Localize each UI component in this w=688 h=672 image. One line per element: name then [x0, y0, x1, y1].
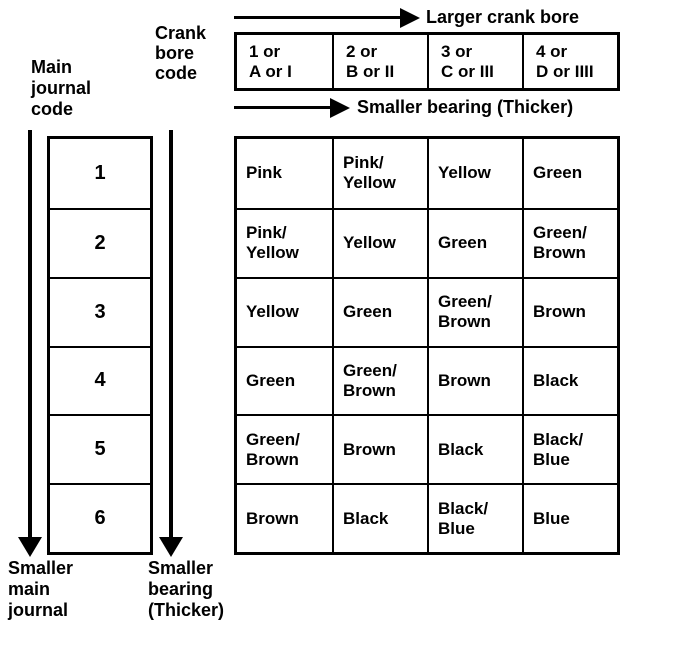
bearing-color-cell: Green — [427, 207, 522, 277]
bearing-color-cell: Brown — [332, 414, 427, 484]
bearing-color-cell: Black/ Blue — [522, 414, 617, 484]
crank-bore-header-cell: 3 or C or III — [427, 35, 522, 88]
main-journal-code-cell: 5 — [50, 414, 150, 483]
bearing-color-cell: Green/ Brown — [332, 345, 427, 415]
main-journal-code-cell: 6 — [50, 483, 150, 552]
main-journal-code-cell: 2 — [50, 207, 150, 277]
bearing-color-cell: Yellow — [427, 139, 522, 208]
bearing-color-cell: Brown — [237, 483, 332, 552]
bearing-color-table: Pink Pink/ Yellow Yellow Green Pink/ Yel… — [234, 136, 620, 555]
main-journal-arrow-line — [28, 130, 32, 538]
bearing-color-cell: Black — [522, 345, 617, 415]
bearing-color-cell: Brown — [427, 345, 522, 415]
bearing-color-cell: Blue — [522, 483, 617, 552]
main-journal-code-cell: 1 — [94, 161, 106, 184]
bearing-color-cell: Black — [427, 414, 522, 484]
larger-crank-bore-arrow-head-icon — [400, 8, 420, 28]
larger-crank-bore-arrow-line — [234, 16, 402, 19]
main-journal-code-label: Main journal code — [31, 57, 92, 119]
smaller-bearing-top-label: Smaller bearing (Thicker) — [357, 97, 574, 117]
smaller-main-journal-label: Smaller main journal — [8, 558, 74, 620]
bearing-color-cell: Black — [332, 483, 427, 552]
crank-bore-header-cell: 1 or A or I — [249, 41, 292, 81]
bearing-color-cell: Green — [332, 276, 427, 346]
crank-bore-code-label: Crank bore code — [155, 23, 207, 83]
main-journal-code-table: 1 2 3 4 5 6 — [47, 136, 153, 555]
bearing-color-cell: Green/ Brown — [522, 207, 617, 277]
bearing-color-cell: Green — [237, 345, 332, 415]
bearing-color-cell: Brown — [522, 276, 617, 346]
crank-bore-header-cell: 2 or B or II — [332, 35, 427, 88]
bearing-color-cell: Green/ Brown — [237, 414, 332, 483]
main-journal-code-cell: 4 — [50, 345, 150, 415]
crank-bore-header-cell: 4 or D or IIII — [522, 35, 617, 88]
crank-bore-header-table: 1 or A or I 2 or B or II 3 or C or III 4… — [234, 32, 620, 91]
main-journal-code-cell: 3 — [50, 276, 150, 346]
bearing-color-cell: Green/ Brown — [427, 276, 522, 346]
bearing-color-cell: Pink/ Yellow — [332, 139, 427, 208]
bearing-color-cell: Green — [522, 139, 617, 208]
bearing-arrow-line — [169, 130, 173, 538]
bearing-color-cell: Black/ Blue — [427, 483, 522, 552]
larger-crank-bore-label: Larger crank bore — [426, 7, 580, 27]
main-journal-arrow-head-icon — [18, 537, 42, 557]
bearing-color-cell: Yellow — [237, 276, 332, 346]
smaller-bearing-arrow-head-icon — [330, 98, 350, 118]
smaller-bearing-arrow-line — [234, 106, 330, 109]
bearing-color-cell: Pink/ Yellow — [237, 207, 332, 277]
bearing-color-cell: Yellow — [332, 207, 427, 277]
bearing-color-cell: Pink — [246, 163, 282, 183]
smaller-bearing-bottom-label: Smaller bearing (Thicker) — [148, 558, 225, 620]
bearing-arrow-head-icon — [159, 537, 183, 557]
